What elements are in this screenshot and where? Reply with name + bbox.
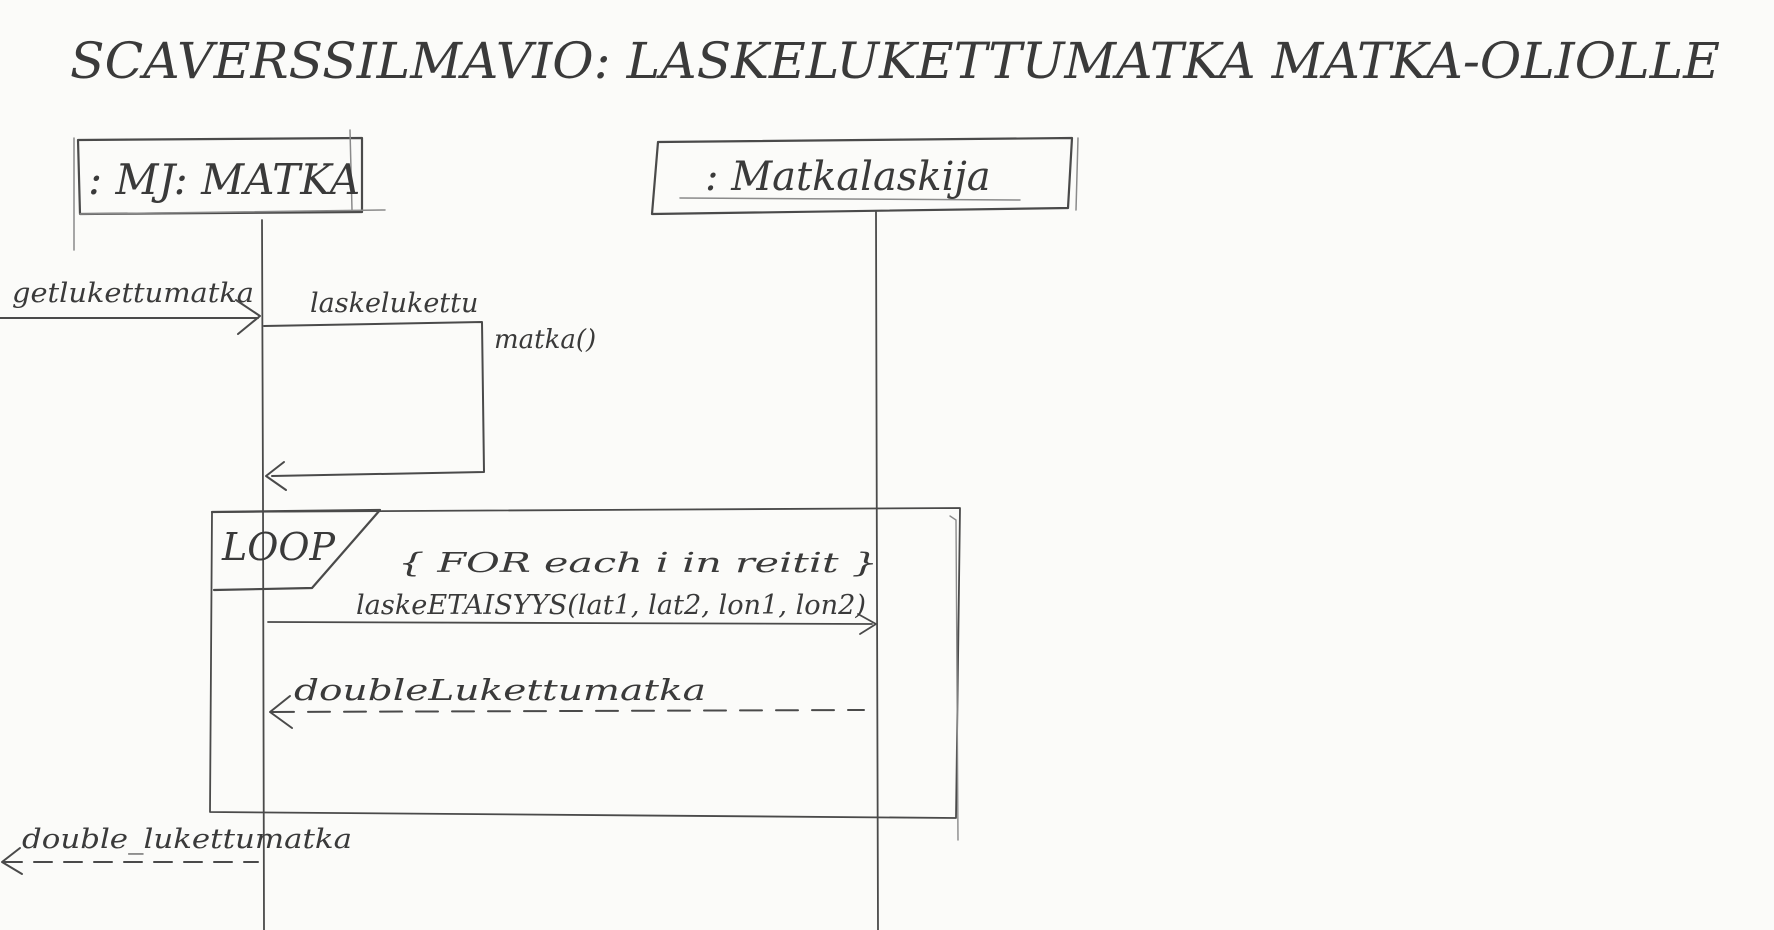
- lifeline-label-matkalaskija: : Matkalaskija: [705, 154, 991, 200]
- loop-condition-label: { FOR each i in reitit }: [398, 548, 878, 579]
- lifeline-label-matka: : MJ: MATKA: [88, 155, 360, 204]
- loop-call-label: laskeETAISYYS(lat1, lat2, lon1, lon2): [356, 590, 866, 621]
- self-call-label-2: matka(): [494, 325, 596, 355]
- message-incoming: getlukettumatka: [0, 278, 261, 335]
- message-final-return: double_lukettumatka: [1, 824, 352, 875]
- lifeline-matkalaskija-line: [875, 211, 879, 930]
- diagram-title: SCAVERSSILMAVIO: LASKELUKETTUMATKA MATKA…: [70, 32, 1720, 90]
- loop-operator-label: LOOP: [221, 525, 337, 569]
- final-return-label: double_lukettumatka: [22, 824, 352, 855]
- self-call-label-1: laskelukettu: [310, 288, 478, 319]
- lifeline-header-matka: : MJ: MATKA: [73, 129, 386, 251]
- message-incoming-label: getlukettumatka: [12, 278, 254, 309]
- lifeline-header-matkalaskija: : Matkalaskija: [650, 136, 1079, 216]
- loop-return-label: doubleLukettumatka: [294, 673, 706, 707]
- message-self-call: laskelukettu matka(): [263, 288, 596, 491]
- loop-fragment: LOOP { FOR each i in reitit }: [209, 507, 961, 841]
- message-loop-return: doubleLukettumatka: [269, 673, 865, 729]
- lifeline-matka-line: [261, 219, 265, 930]
- message-loop-call: laskeETAISYYS(lat1, lat2, lon1, lon2): [267, 590, 877, 635]
